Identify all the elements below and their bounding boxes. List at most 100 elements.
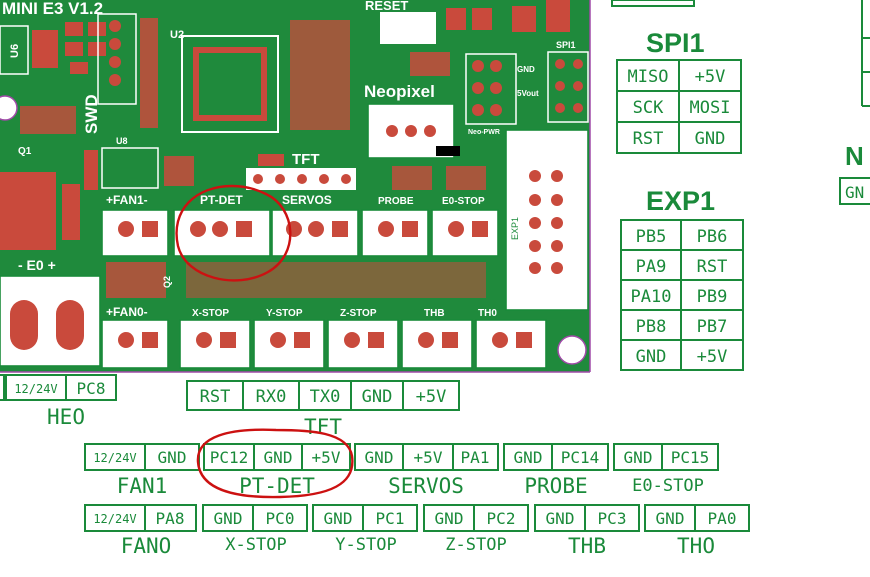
board-title: MINI E3 V1.2 — [2, 0, 103, 18]
exp1-pin — [551, 194, 563, 206]
conn-label-x-stop: X-STOP — [192, 308, 229, 319]
fan1-cell — [84, 443, 146, 471]
spi1-pin-label: GND — [695, 129, 726, 149]
swd-pin — [109, 20, 121, 32]
connector-pin — [344, 332, 360, 348]
tho-label: THO — [677, 534, 715, 558]
exp1-pin — [529, 217, 541, 229]
connector-y-stop — [253, 319, 325, 369]
fan0-pin-label: PA8 — [156, 509, 185, 528]
5vout-label: 5Vout — [517, 89, 539, 98]
partial-cell-label: GN — [845, 183, 864, 202]
tft-label: TFT — [304, 415, 342, 439]
exp1-cell — [620, 279, 682, 311]
smd-pad — [446, 8, 466, 30]
connector-pin — [196, 332, 212, 348]
connector-pin — [472, 221, 488, 237]
thb-pin-label: PC3 — [598, 509, 627, 528]
jumper-pin — [472, 60, 484, 72]
smd-block — [20, 106, 76, 134]
annotation-circles — [175, 184, 354, 499]
jumper-pin — [472, 104, 484, 116]
connector-pin — [442, 332, 458, 348]
y-stop-label: Y-STOP — [335, 535, 396, 555]
e0-stop-pin-label: PC15 — [671, 448, 710, 467]
swd-label: SWD — [82, 94, 101, 134]
heo-cell — [5, 374, 67, 401]
neo-pwr-jumper — [465, 53, 517, 125]
neopixel-marker — [436, 146, 460, 156]
heo-label: HEO — [47, 405, 85, 429]
smd-pad — [392, 166, 432, 190]
conn-label-th0: TH0 — [478, 308, 497, 319]
exp1-title: EXP1 — [646, 186, 715, 216]
servos-pin-label: +5V — [414, 448, 443, 467]
tft-pin-label: RX0 — [256, 387, 287, 407]
servos-cell — [452, 443, 499, 471]
connector-pin — [142, 332, 158, 348]
y-stop-pin-label: PC1 — [376, 509, 405, 528]
conn-label-thb: THB — [424, 308, 445, 319]
exp1-pin-label: PB7 — [697, 317, 728, 337]
exp1-cell — [680, 219, 744, 251]
exp1-pin — [551, 262, 563, 274]
e0-stop-cell — [613, 443, 663, 471]
smd-column — [140, 18, 158, 128]
conn-label-servos: SERVOS — [282, 193, 332, 207]
smd-pad — [65, 42, 83, 56]
conn-label-pt-det: PT-DET — [200, 193, 243, 207]
pt-det-cell — [301, 443, 351, 471]
exp1-cell — [680, 339, 744, 371]
bottom-connector-row: +FAN0- X-STOP Y-STOP Z-STOP THB TH0 — [101, 305, 547, 369]
connector-th0 — [475, 319, 547, 369]
connector-fan1 — [101, 209, 169, 257]
smd-pad — [70, 62, 88, 74]
q1-label: Q1 — [18, 146, 32, 157]
exp1-pin-label: GND — [636, 347, 667, 367]
servos-label: SERVOS — [388, 474, 464, 498]
u6-outline — [0, 25, 29, 75]
mcu-outline — [181, 35, 279, 133]
fan0-pin-label: 12/24V — [93, 512, 136, 526]
conn-label-probe: PROBE — [378, 196, 414, 207]
smd-pad — [88, 42, 106, 56]
y-stop-pin-label: GND — [324, 509, 353, 528]
fan1-cell — [144, 443, 200, 471]
servos-cell — [354, 443, 404, 471]
pinout-row-1: 12/24V GND FAN1 PC12 GND +5V PT-DET GND … — [84, 443, 719, 498]
pcb-board: MINI E3 V1.2 U6 SWD U2 RESET Neopixel — [0, 0, 591, 373]
z-stop-cell — [423, 504, 475, 532]
x-stop-cell — [202, 504, 254, 532]
spi1-cell — [678, 121, 742, 154]
spi1-pin — [573, 103, 583, 113]
z-stop-label: Z-STOP — [445, 535, 506, 555]
pt-det-connector-highlight — [175, 184, 292, 282]
tft-pin — [319, 174, 329, 184]
heo-pinout: 12/24V PC8 HEO — [0, 374, 117, 429]
connector-pin — [142, 221, 158, 237]
connector-pin — [308, 221, 324, 237]
thb-cell — [584, 504, 640, 532]
e0-stop-cell — [661, 443, 719, 471]
tft-cell — [350, 380, 404, 411]
connector-pin — [332, 221, 348, 237]
spi1-pinout: SPI1 MISO +5V SCK MOSI RST GND — [611, 0, 742, 154]
tft-board-label: TFT — [292, 151, 320, 168]
connector-z-stop — [327, 319, 399, 369]
probe-cell — [551, 443, 609, 471]
tft-pin — [297, 174, 307, 184]
connector-pin — [118, 332, 134, 348]
connector-pin — [220, 332, 236, 348]
connector-pin — [294, 332, 310, 348]
y-stop-cell — [362, 504, 418, 532]
connector-probe — [361, 209, 429, 257]
u8-outline — [101, 147, 159, 189]
exp1-cell — [620, 249, 682, 281]
mounting-hole — [557, 335, 587, 365]
exp1-pin-label: PB9 — [697, 287, 728, 307]
jumper-pin — [490, 60, 502, 72]
u6-label: U6 — [9, 44, 21, 58]
exp1-pinout: EXP1 PB5 PB6 PA9 RST PA10 PB9 PB8 PB7 GN… — [620, 186, 744, 371]
smd-pad — [65, 22, 83, 36]
spi1-header — [547, 51, 589, 123]
